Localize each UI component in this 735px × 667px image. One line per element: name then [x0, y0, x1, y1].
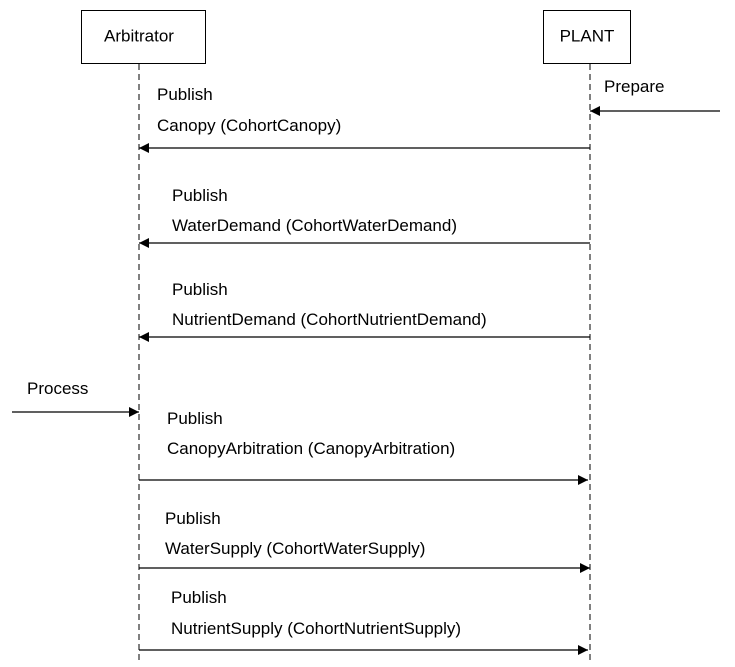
message-nutrient-supply-line2: NutrientSupply (CohortNutrientSupply) — [171, 619, 461, 638]
message-water-supply-line2: WaterSupply (CohortWaterSupply) — [165, 539, 425, 558]
message-canopy-line1: Publish — [157, 85, 213, 104]
message-nutrient-supply-line1: Publish — [171, 588, 227, 607]
trigger-prepare: Prepare — [590, 77, 720, 116]
message-water-supply-line1: Publish — [165, 509, 221, 528]
message-canopy-arbitration-line2: CanopyArbitration (CanopyArbitration) — [167, 439, 455, 458]
trigger-process-label: Process — [27, 379, 88, 398]
participant-arbitrator-label: Arbitrator — [104, 26, 174, 45]
participant-arbitrator: Arbitrator — [81, 10, 206, 64]
message-nutrient-demand-line1: Publish — [172, 280, 228, 299]
trigger-prepare-label: Prepare — [604, 77, 664, 96]
participant-arbitrator-box — [81, 10, 206, 64]
message-nutrient-demand-line2: NutrientDemand (CohortNutrientDemand) — [172, 310, 487, 329]
message-canopy-line2: Canopy (CohortCanopy) — [157, 116, 341, 135]
message-canopy-arbitration-line1: Publish — [167, 409, 223, 428]
message-water-demand-line1: Publish — [172, 186, 228, 205]
participant-plant: PLANT — [543, 10, 631, 64]
message-nutrient-demand: Publish NutrientDemand (CohortNutrientDe… — [139, 280, 590, 342]
participant-plant-label: PLANT — [560, 26, 615, 45]
participant-plant-box — [543, 10, 631, 64]
message-water-demand: Publish WaterDemand (CohortWaterDemand) — [139, 186, 590, 248]
message-water-supply: Publish WaterSupply (CohortWaterSupply) — [139, 509, 590, 573]
message-nutrient-supply: Publish NutrientSupply (CohortNutrientSu… — [139, 588, 588, 655]
trigger-process: Process — [12, 379, 139, 417]
message-canopy-arbitration: Publish CanopyArbitration (CanopyArbitra… — [139, 409, 588, 485]
message-canopy: Publish Canopy (CohortCanopy) — [139, 85, 590, 153]
message-water-demand-line2: WaterDemand (CohortWaterDemand) — [172, 216, 457, 235]
